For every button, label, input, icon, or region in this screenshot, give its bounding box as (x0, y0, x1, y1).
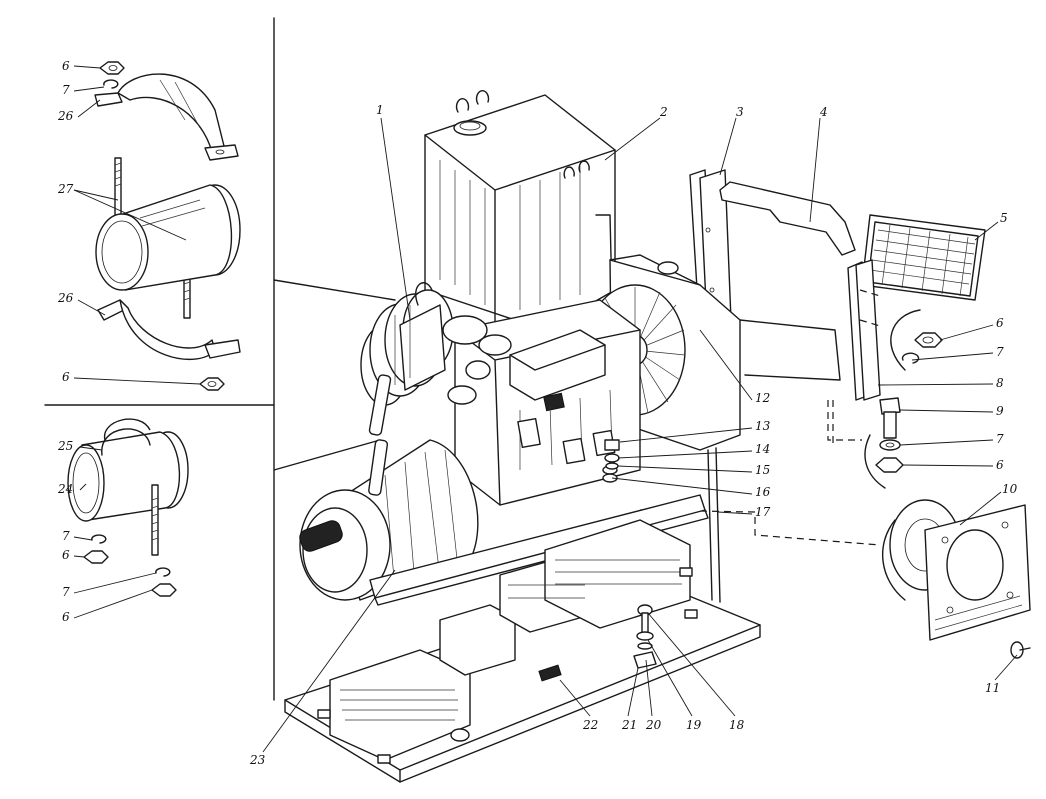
mount-bolt-stack (633, 604, 657, 669)
nut-icon (151, 583, 177, 597)
callout-leader-lines (73, 65, 1018, 753)
lock-washer-icon (155, 567, 171, 577)
fuel-tank (424, 90, 616, 331)
block-mount-hardware (604, 439, 721, 603)
assembly-guide-line (639, 509, 881, 546)
nut-icon (199, 377, 225, 391)
flange-mounting-plate (881, 499, 1031, 659)
exhaust-pipe-segment (95, 184, 241, 291)
base-skid-frame (284, 519, 761, 783)
generator (299, 439, 479, 601)
lock-washer-icon (91, 534, 107, 544)
inset-divider-lines (44, 17, 396, 701)
lock-washer-icon (103, 79, 119, 89)
nut-icon (83, 550, 109, 564)
u-bolt-clamp-assembly (67, 418, 189, 597)
side-bracket-strip (847, 259, 881, 401)
lower-clamp-half (97, 299, 241, 361)
nut-washer-detail (890, 309, 943, 371)
engine-block (360, 282, 641, 506)
air-filter (360, 282, 454, 436)
screw-icon (1010, 641, 1031, 659)
exhaust-clamp-assembly (94, 61, 241, 391)
upper-clamp-half (94, 73, 239, 161)
bolt-stack (827, 397, 904, 489)
nut-icon (99, 61, 125, 75)
grille-panel (861, 214, 986, 301)
